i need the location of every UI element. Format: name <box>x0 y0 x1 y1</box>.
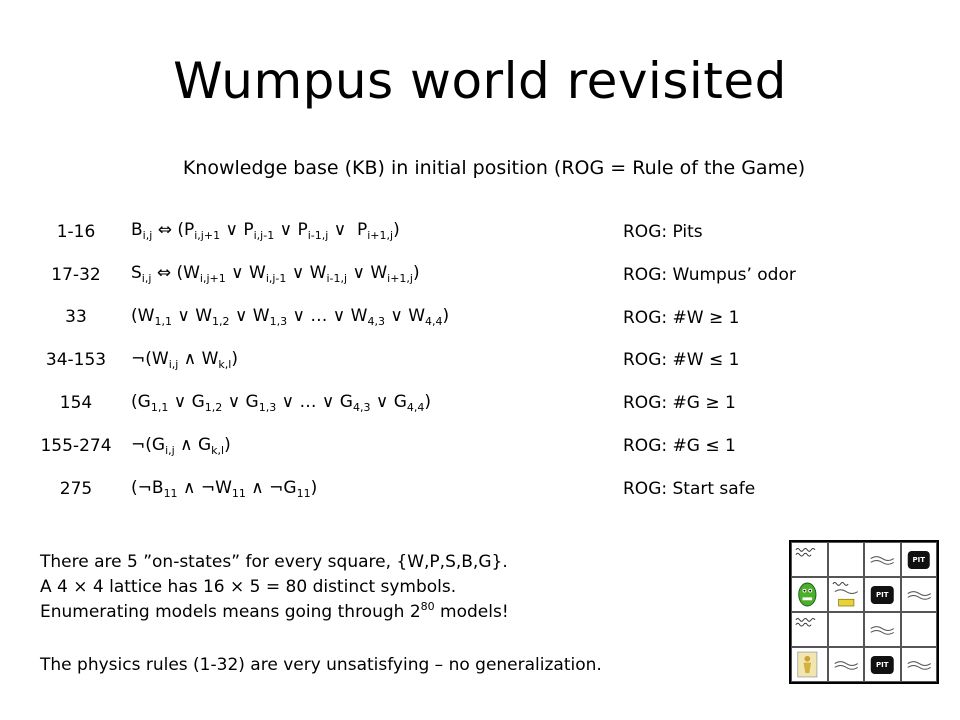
rog-label: ROG: #G ≤ 1 <box>623 436 736 456</box>
grid-cell <box>827 647 864 682</box>
rog-label: ROG: Start safe <box>623 479 756 499</box>
pit-icon: PIT <box>907 550 931 569</box>
subtitle: Knowledge base (KB) in initial position … <box>182 157 806 179</box>
page-title: Wumpus world revisited <box>173 52 787 110</box>
rog-label: ROG: #W ≥ 1 <box>623 308 740 328</box>
pit-icon: PIT <box>870 585 894 604</box>
gold-icon <box>831 582 858 607</box>
stench-icon <box>795 548 816 557</box>
rule-number: 275 <box>59 479 93 499</box>
rule-number: 155-274 <box>40 436 112 456</box>
grid-cell <box>791 542 828 577</box>
rule-number: 1-16 <box>56 222 96 242</box>
grid-cell <box>791 612 828 647</box>
formula-wumpus-exists: (W1,1 ∨ W1,2 ∨ W1,3 ∨ … ∨ W4,3 ∨ W4,4) <box>131 306 450 328</box>
breeze-icon <box>906 661 931 670</box>
formula-gold-exists: (G1,1 ∨ G1,2 ∨ G1,3 ∨ … ∨ G4,3 ∨ G4,4) <box>131 392 432 414</box>
wumpus-world-grid: PIT PIT <box>789 540 939 684</box>
grid-cell <box>900 577 937 612</box>
rog-label: ROG: #G ≥ 1 <box>623 393 736 413</box>
grid-cell <box>791 577 828 612</box>
wumpus-icon <box>798 582 817 607</box>
grid-cell <box>864 612 901 647</box>
rog-label: ROG: Wumpus’ odor <box>623 265 796 285</box>
note-line: The physics rules (1-32) are very unsati… <box>40 655 602 675</box>
grid-cell <box>900 612 937 647</box>
pit-icon: PIT <box>870 655 894 674</box>
formula-breeze: Bi,j ⇔ (Pi,j+1 ∨ Pi,j-1 ∨ Pi-1,j ∨ Pi+1,… <box>131 220 400 242</box>
rule-number: 34-153 <box>45 350 107 370</box>
breeze-icon <box>906 591 931 600</box>
breeze-icon <box>833 661 858 670</box>
agent-icon <box>797 651 818 678</box>
grid-cell <box>827 542 864 577</box>
breeze-icon <box>870 626 895 635</box>
grid-cell: PIT <box>864 647 901 682</box>
stench-icon <box>795 618 816 627</box>
grid-cell <box>791 647 828 682</box>
formula-start-safe: (¬B11 ∧ ¬W11 ∧ ¬G11) <box>131 478 318 500</box>
breeze-icon <box>870 556 895 565</box>
note-line: There are 5 ”on-states” for every square… <box>40 552 508 572</box>
rule-number: 154 <box>59 393 93 413</box>
grid-cell <box>900 647 937 682</box>
rog-label: ROG: Pits <box>623 222 703 242</box>
grid-cell <box>827 577 864 612</box>
formula-stench: Si,j ⇔ (Wi,j+1 ∨ Wi,j-1 ∨ Wi-1,j ∨ Wi+1,… <box>131 263 420 285</box>
rule-number: 17-32 <box>51 265 101 285</box>
grid-cell <box>827 612 864 647</box>
grid-cell: PIT <box>900 542 937 577</box>
rog-label: ROG: #W ≤ 1 <box>623 350 740 370</box>
note-line: Enumerating models means going through 2… <box>40 600 509 622</box>
grid-cell: PIT <box>864 577 901 612</box>
grid-cell <box>864 542 901 577</box>
rule-number: 33 <box>65 307 87 327</box>
formula-gold-unique: ¬(Gi,j ∧ Gk,l) <box>131 435 231 457</box>
note-line: A 4 × 4 lattice has 16 × 5 = 80 distinct… <box>40 577 457 597</box>
formula-wumpus-unique: ¬(Wi,j ∧ Wk,l) <box>131 349 238 371</box>
